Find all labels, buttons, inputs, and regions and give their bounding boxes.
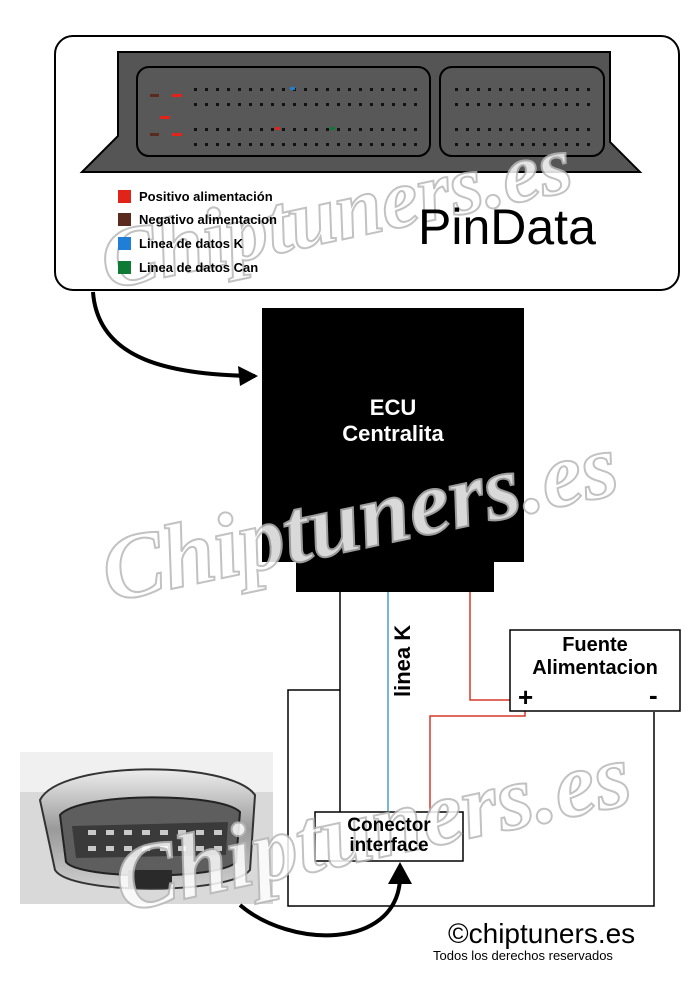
legend-item-can-line: Linea de datos Can [118, 259, 258, 275]
k-line-label: linea K [390, 624, 415, 697]
rights-text: Todos los derechos reservados [433, 948, 613, 963]
legend-item-k-line: Linea de datos K [118, 235, 243, 251]
power-supply-label: Fuente Alimentacion [510, 634, 680, 680]
connector-block-right [439, 66, 605, 157]
ecu-connector-tab [296, 560, 494, 592]
pinout-title: PinData [418, 199, 596, 255]
obd-connector-image [20, 752, 273, 904]
legend-item-negative: Negativo alimentacion [118, 211, 277, 227]
ecu-box [262, 308, 524, 562]
power-supply-line1: Fuente [562, 634, 628, 656]
interface-connector-label: Conector interface [315, 816, 463, 856]
legend-swatch [118, 189, 131, 203]
legend-label: Linea de datos K [139, 235, 244, 251]
ecu-label-line1: ECU [369, 395, 417, 420]
power-plus-terminal: + [518, 682, 534, 712]
legend-label: Negativo alimentacion [139, 211, 277, 227]
ecu-label: ECU Centralita [262, 395, 524, 447]
interface-line1: Conector [347, 815, 431, 836]
interface-line2: interface [349, 835, 429, 856]
arrow-head-ecu [238, 366, 258, 386]
copyright-text: ©chiptuners.es [448, 918, 636, 949]
legend-swatch [118, 260, 131, 274]
legend-label: Positivo alimentación [139, 188, 273, 204]
power-minus-terminal: - [649, 680, 658, 710]
interface-connector-box [314, 811, 464, 862]
legend-swatch [118, 212, 131, 226]
wire-ground-loop [287, 689, 655, 907]
power-supply-box [509, 629, 681, 712]
connector-pins [150, 87, 590, 146]
arrow-panel-to-ecu [91, 291, 256, 378]
connector-block-left [136, 66, 431, 157]
power-supply-line2: Alimentacion [532, 657, 658, 679]
legend-label: Linea de datos Can [139, 259, 259, 275]
arrow-obd-to-interface [238, 879, 402, 938]
ecu-label-line2: Centralita [342, 421, 444, 446]
legend-swatch [118, 236, 131, 250]
arrow-head-interface [388, 862, 412, 884]
legend-item-positive: Positivo alimentación [118, 188, 273, 204]
